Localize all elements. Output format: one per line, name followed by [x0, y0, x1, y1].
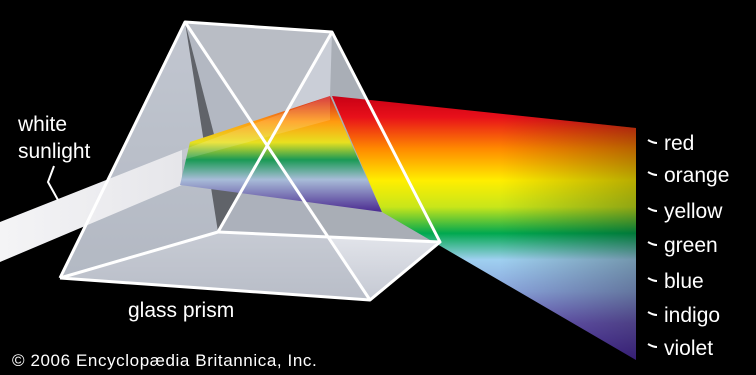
tick-orange: [648, 172, 657, 175]
tick-blue: [648, 278, 657, 281]
prism-label: glass prism: [128, 299, 234, 322]
tick-violet: [648, 344, 657, 347]
sunlight-leader-line: [48, 166, 58, 200]
label-red: red: [664, 132, 694, 155]
spectrum-labels: red orange yellow green blue indigo viol…: [648, 132, 729, 360]
label-green: green: [664, 234, 718, 257]
label-orange: orange: [664, 164, 729, 187]
label-yellow: yellow: [664, 200, 723, 223]
label-violet: violet: [664, 337, 713, 360]
sunlight-label-line1: white: [17, 113, 67, 136]
tick-green: [648, 242, 657, 245]
tick-red: [648, 140, 657, 143]
tick-indigo: [648, 312, 657, 315]
copyright-credit: © 2006 Encyclopædia Britannica, Inc.: [12, 351, 317, 370]
tick-yellow: [648, 208, 657, 211]
sunlight-label-line2: sunlight: [18, 140, 91, 163]
label-indigo: indigo: [664, 304, 720, 327]
sunlight-label: white sunlight: [17, 113, 91, 200]
label-blue: blue: [664, 270, 704, 293]
